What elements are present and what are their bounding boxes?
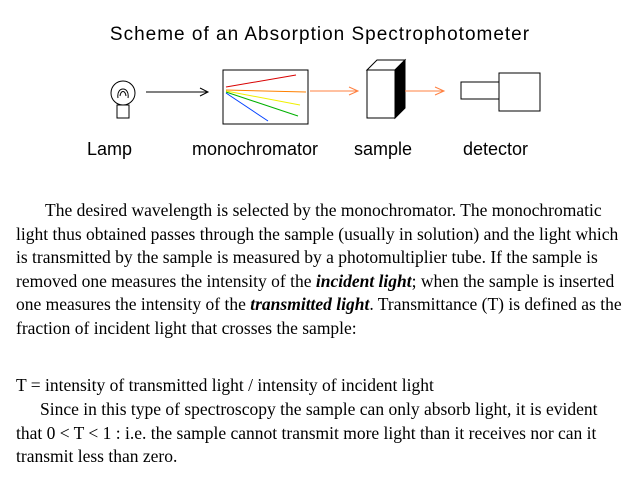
red-ray — [225, 74, 297, 88]
paragraph-text: The desired wavelength is selected by th… — [16, 200, 619, 291]
diagram-title: Scheme of an Absorption Spectrophotomete… — [109, 24, 531, 45]
incident-light-term: incident light — [315, 270, 412, 291]
paragraph-text: ; when the sample is inserted one measur… — [16, 270, 615, 315]
blue-ray — [225, 92, 269, 122]
paragraph-text: . Transmittance (T) is defined as the fr… — [16, 294, 622, 338]
conclusion-paragraph: Since in this type of spectroscopy the s… — [16, 399, 598, 466]
detector-label: detector — [463, 139, 529, 159]
monochromator-box — [222, 69, 309, 125]
lamp-icon — [110, 80, 136, 119]
yellow-ray — [225, 90, 301, 106]
light-arrow-1 — [146, 87, 210, 97]
description-paragraph: The desired wavelength is selected by th… — [16, 199, 626, 340]
orange-ray — [225, 89, 307, 93]
transmittance-formula: T = intensity of transmitted light / int… — [16, 375, 434, 395]
sample-label: sample — [354, 139, 413, 159]
detector-box — [460, 72, 541, 112]
monochromator-label: monochromator — [192, 139, 319, 159]
light-arrow-2 — [310, 86, 360, 96]
spectrophotometer-diagram — [110, 58, 541, 125]
light-arrow-3 — [405, 86, 446, 96]
sample-cuvette — [365, 58, 407, 120]
lamp-label: Lamp — [87, 139, 133, 159]
green-ray — [225, 91, 299, 117]
transmitted-light-term: transmitted light — [250, 294, 370, 314]
